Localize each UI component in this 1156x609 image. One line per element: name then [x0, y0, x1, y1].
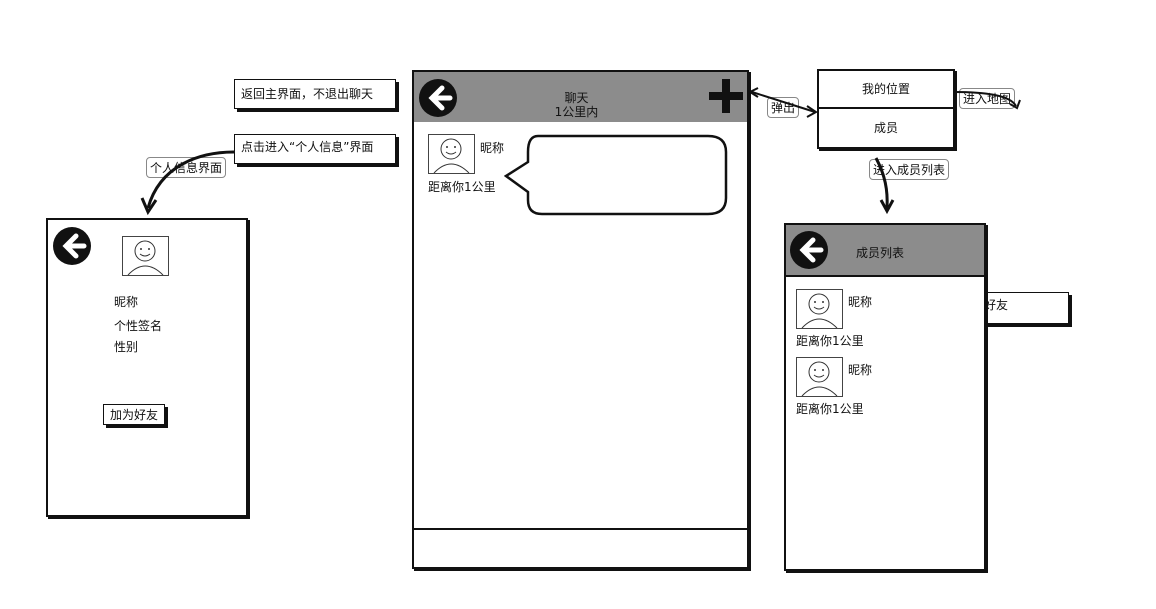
menu-item-members[interactable]: 成员: [873, 121, 898, 135]
note-enter-profile: 点击进入“个人信息”界面: [234, 134, 396, 164]
message-distance: 距离你1公里: [428, 180, 496, 194]
smiley-avatar-icon: [127, 240, 164, 276]
chat-input-bar[interactable]: [414, 528, 747, 569]
member-list-title: 成员列表: [856, 246, 905, 260]
profile-gender: 性别: [114, 340, 139, 354]
smiley-avatar-icon: [801, 361, 838, 397]
chat-subtitle: 1公里内: [554, 105, 599, 119]
member-distance: 距离你1公里: [796, 334, 864, 348]
member-list-header: 成员列表: [786, 225, 984, 277]
profile-nickname: 昵称: [114, 295, 139, 309]
member-distance: 距离你1公里: [796, 402, 864, 416]
back-arrow-icon: [790, 231, 828, 269]
profile-avatar: [122, 236, 169, 276]
back-arrow-icon: [53, 227, 91, 265]
profile-signature: 个性签名: [114, 319, 163, 333]
member-avatar: [796, 357, 843, 397]
back-button[interactable]: [52, 226, 92, 266]
plus-icon: [709, 79, 743, 113]
add-friend-button[interactable]: 加为好友: [103, 404, 166, 425]
message-nickname: 昵称: [480, 141, 505, 155]
list-item[interactable]: 昵称 距离你1公里: [786, 355, 976, 417]
chat-screen: 聊天 1公里内 昵称 距离你1公里: [412, 70, 749, 569]
popup-menu: 我的位置 成员: [817, 69, 955, 149]
tag-enter-member-list: 进入成员列表: [869, 159, 950, 180]
back-arrow-icon: [419, 79, 457, 117]
chat-title: 聊天: [564, 91, 589, 105]
message-bubble: [504, 134, 728, 216]
member-nickname: 昵称: [848, 363, 873, 377]
member-nickname: 昵称: [848, 295, 873, 309]
tag-profile-screen: 个人信息界面: [146, 157, 227, 178]
back-button[interactable]: [418, 78, 458, 118]
back-button[interactable]: [789, 230, 829, 270]
smiley-avatar-icon: [801, 293, 838, 329]
profile-screen: 昵称 个性签名 性别 加为好友: [46, 218, 248, 517]
add-button[interactable]: [708, 78, 744, 114]
chat-header: 聊天 1公里内: [414, 72, 747, 122]
list-item[interactable]: 昵称 距离你1公里: [786, 287, 976, 349]
note-return-main: 返回主界面，不退出聊天: [234, 79, 396, 109]
member-list-screen: 成员列表 昵称 距离你1公里 昵称 距离你1公里: [784, 223, 986, 571]
smiley-avatar-icon: [433, 138, 470, 174]
member-avatar: [796, 289, 843, 329]
message-avatar[interactable]: [428, 134, 475, 174]
menu-item-my-location[interactable]: 我的位置: [819, 71, 953, 109]
